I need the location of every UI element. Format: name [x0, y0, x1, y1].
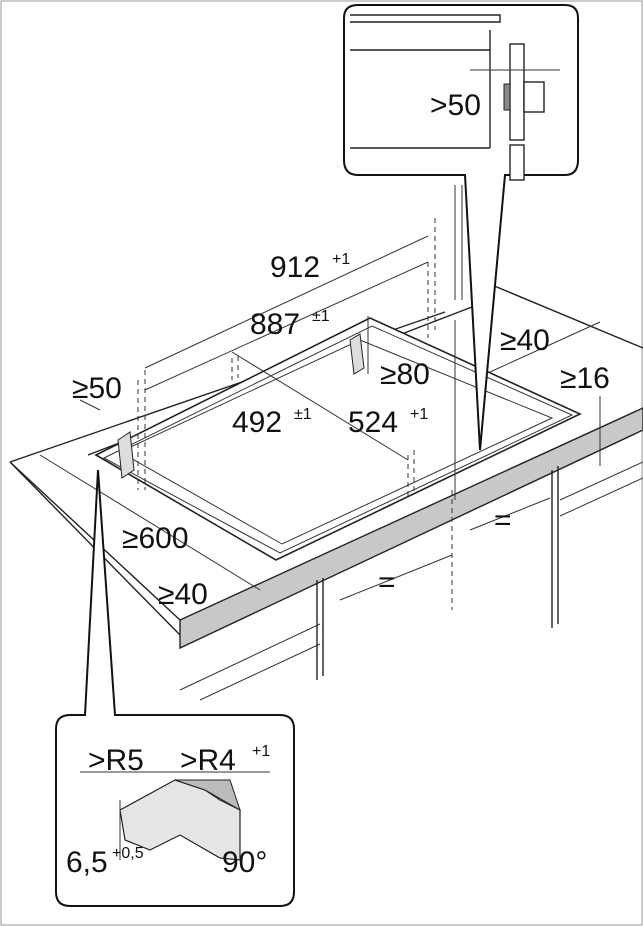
dimension-labels: 912 +1 887 ±1 492 ±1 524 +1 >50 ≥50 ≥80 …	[72, 89, 610, 611]
cabinet-width-label: ≥600	[122, 522, 189, 555]
cabinet	[179, 185, 643, 701]
width-inner-tol: ±1	[312, 308, 330, 325]
wall-gap-label: >50	[430, 89, 481, 122]
depth-outer-label: 524	[348, 406, 398, 439]
radius-outer-label: >R5	[88, 744, 144, 777]
dimension-lines	[39, 235, 601, 601]
depth-inner-label: 492	[232, 406, 282, 439]
corner-detail-labels: >R5 >R4 +1 6,5 +0,5 90°	[66, 743, 270, 879]
worktop	[9, 279, 643, 650]
equal-left-label: =	[378, 566, 396, 599]
equal-right-label: =	[494, 504, 512, 537]
corner-detail-callout	[55, 469, 295, 907]
side-clearance-label: ≥40	[500, 324, 550, 357]
depth-outer-tol: +1	[410, 406, 428, 423]
depth-inner-tol: ±1	[294, 406, 312, 423]
depth-label: 6,5	[66, 846, 108, 879]
radius-inner-label: >R4	[180, 744, 236, 777]
width-inner-label: 887	[250, 308, 300, 341]
wall-detail-callout	[343, 4, 579, 451]
radius-inner-tol: +1	[252, 743, 270, 760]
rear-clearance-label: ≥80	[380, 358, 430, 391]
worktop-thickness-label: ≥16	[560, 362, 610, 395]
depth-tol: +0,5	[112, 845, 144, 862]
angle-label: 90°	[222, 846, 267, 879]
front-clearance-label: ≥40	[158, 578, 208, 611]
width-outer-label: 912	[270, 251, 320, 284]
front-gap-left-label: ≥50	[72, 372, 122, 405]
width-outer-tol: +1	[332, 251, 350, 268]
